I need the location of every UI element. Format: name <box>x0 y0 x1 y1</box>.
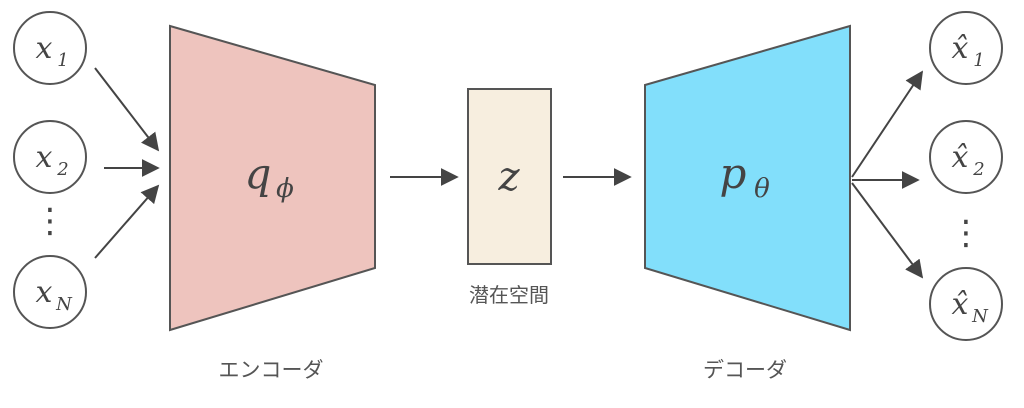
arrow-decoder-to-output-1 <box>851 70 923 178</box>
input-node-2-var: x <box>36 140 53 175</box>
decoder-subscript: θ <box>754 174 770 204</box>
decoder-symbol: p <box>720 149 747 198</box>
arrow-decoder-to-output-n <box>851 182 924 279</box>
output-node-n-var: x̂ <box>952 287 969 322</box>
arrow-input-1-to-encoder <box>94 67 160 152</box>
decoder-label: デコーダ <box>703 358 787 382</box>
latent-symbol: z <box>497 154 520 200</box>
input-node-1-var: x <box>36 31 53 66</box>
output-node-n-sub: N <box>971 306 989 327</box>
input-node-n: x N <box>13 255 87 329</box>
latent-box <box>467 88 552 265</box>
output-node-2-sub: 2 <box>972 159 984 180</box>
encoder-subscript: ϕ <box>276 174 294 204</box>
encoder-symbol: q <box>245 149 272 198</box>
output-node-1-var: x̂ <box>952 31 969 66</box>
decoder-shape <box>644 24 851 332</box>
output-node-1: x̂ 1 <box>929 11 1003 85</box>
output-node-2-var: x̂ <box>952 140 969 175</box>
input-ellipsis: ⋮ <box>33 201 67 241</box>
input-node-n-sub: N <box>55 294 73 315</box>
input-node-1: x 1 <box>13 11 87 85</box>
output-node-2: x̂ 2 <box>929 120 1003 194</box>
encoder-shape <box>169 24 376 332</box>
input-node-2-sub: 2 <box>56 159 68 180</box>
output-ellipsis: ⋮ <box>949 213 983 253</box>
input-node-n-var: x <box>36 275 53 310</box>
input-node-2: x 2 <box>13 120 87 194</box>
input-node-1-sub: 1 <box>57 50 68 71</box>
output-node-1-sub: 1 <box>973 50 984 71</box>
encoder-label: エンコーダ <box>219 358 324 382</box>
output-node-n: x̂ N <box>929 267 1003 341</box>
arrow-input-n-to-encoder <box>94 184 160 259</box>
latent-label: 潜在空間 <box>469 283 549 307</box>
